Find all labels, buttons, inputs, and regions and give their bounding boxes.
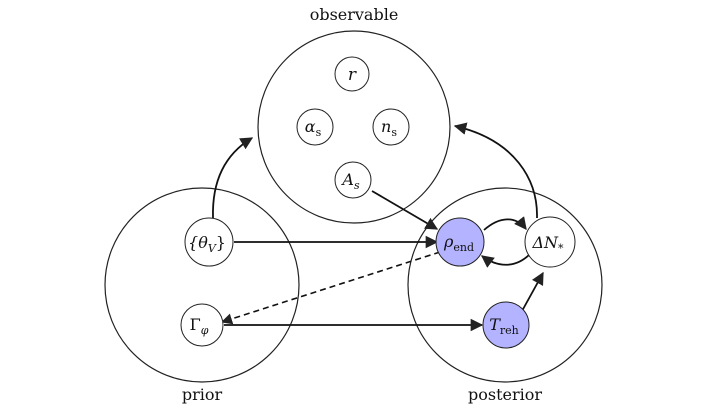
posterior-group-circle (407, 187, 603, 383)
prior-group-circle (104, 187, 300, 383)
observable-label: observable (310, 5, 399, 24)
node-theta-V-sub: V (208, 242, 217, 255)
svg-text:Γφ: Γφ (190, 315, 209, 337)
node-theta-V: {θV} (184, 217, 234, 267)
svg-text:Treh: Treh (489, 315, 519, 337)
node-A-s-main: A (340, 170, 354, 189)
prior-label: prior (182, 385, 223, 404)
node-gamma-phi: Γφ (180, 303, 224, 347)
node-alpha-s-main: α (305, 117, 316, 136)
svg-text:As: As (340, 170, 360, 192)
posterior-label: posterior (468, 385, 542, 404)
node-alpha-s-sub: s (316, 126, 322, 139)
node-r: r (334, 56, 370, 92)
edge-treh-to-deltaN (521, 271, 544, 312)
node-n-s-main: n (381, 117, 391, 136)
edge-theta-to-observable (212, 137, 254, 219)
node-delta-N-sub: * (558, 242, 564, 255)
node-gamma-phi-main: Γ (190, 315, 201, 334)
edge-rho-to-deltaN (483, 216, 527, 231)
svg-text:ns: ns (381, 117, 397, 139)
node-rho-end-sub: end (453, 241, 474, 254)
node-delta-N-main: ΔN (531, 233, 559, 252)
node-r-main: r (348, 65, 357, 85)
node-theta-V-tail: } (216, 233, 226, 252)
svg-text:ΔN*: ΔN* (531, 233, 564, 255)
svg-text:αs: αs (305, 117, 322, 139)
node-T-reh-main: T (489, 315, 501, 334)
edge-As-to-rho (371, 190, 439, 230)
node-A-s: As (334, 161, 372, 199)
node-n-s: ns (372, 108, 410, 146)
node-gamma-phi-sub: φ (201, 324, 209, 337)
observable-group-circle (257, 30, 451, 224)
node-rho-end-main: ρ (443, 232, 454, 251)
node-T-reh: Treh (482, 301, 530, 349)
svg-text:r: r (348, 65, 357, 85)
node-n-s-sub: s (391, 126, 397, 139)
edge-deltaN-to-rho (480, 253, 531, 268)
edge-rho-to-gamma-dashed (220, 251, 441, 325)
edge-deltaN-to-observable (453, 122, 538, 219)
node-alpha-s: αs (296, 108, 334, 146)
node-delta-N: ΔN* (524, 216, 576, 268)
node-A-s-sub: s (354, 179, 360, 192)
svg-text:ρend: ρend (443, 232, 474, 254)
svg-text:{θV}: {θV} (188, 233, 226, 255)
node-T-reh-sub: reh (500, 324, 519, 337)
node-rho-end: ρend (435, 217, 485, 267)
node-theta-V-main: {θ (188, 233, 208, 252)
